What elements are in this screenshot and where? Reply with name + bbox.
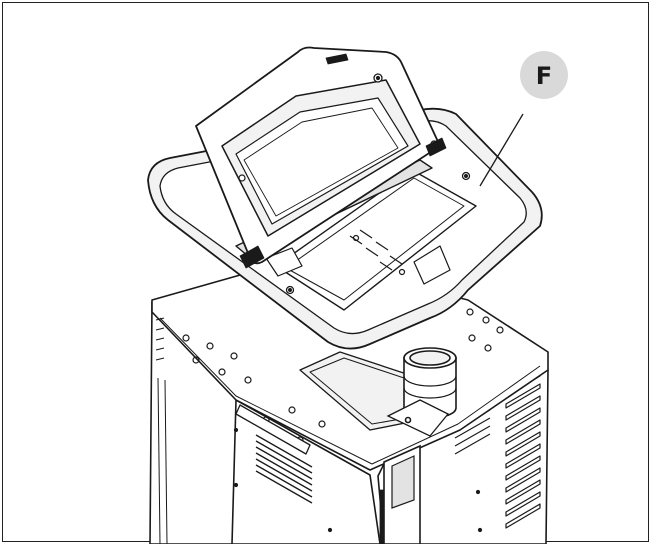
callout-leader-line	[479, 113, 524, 187]
flue-pipe	[386, 347, 457, 437]
front-vent-grille	[255, 434, 313, 504]
top-lid-assembly	[147, 46, 543, 350]
callout-f: F	[479, 51, 568, 187]
rear-channel	[379, 444, 421, 544]
lid-inner-panel	[275, 169, 477, 311]
flap-window-glass	[235, 97, 409, 225]
callout-circle	[520, 51, 568, 99]
callout-label-f: F	[536, 62, 552, 90]
inner-panel-slots	[349, 229, 406, 276]
flap-handle-slot	[325, 53, 349, 65]
stove-front-face	[231, 399, 381, 544]
